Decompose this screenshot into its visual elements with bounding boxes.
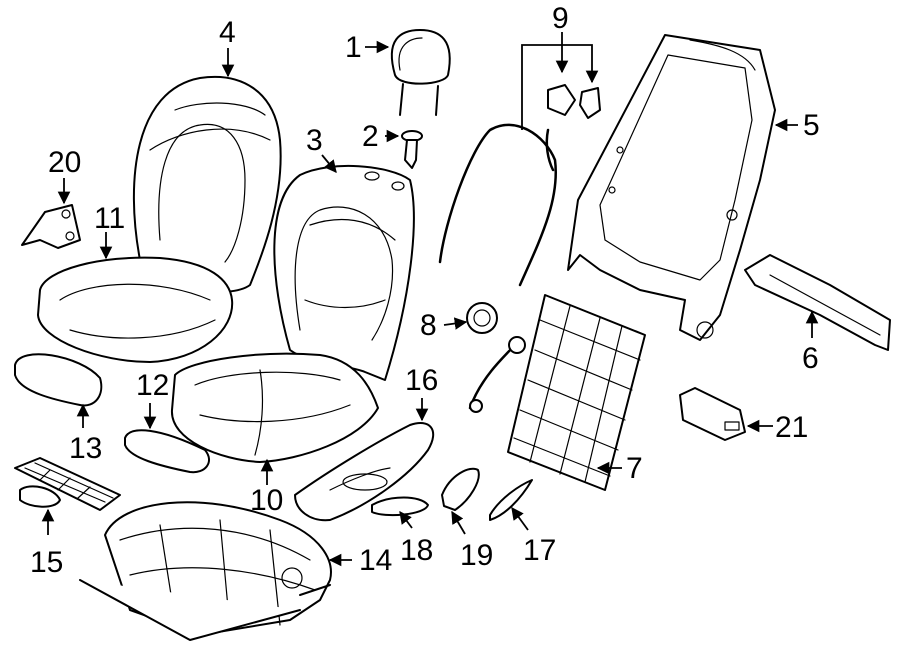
headrest — [390, 29, 451, 116]
callout-21: 21 — [775, 411, 808, 444]
callout-14: 14 — [359, 544, 392, 577]
seat-mat-grid — [14, 457, 121, 511]
side-shield-trim — [294, 422, 435, 522]
control-module — [679, 387, 746, 441]
callout-3: 3 — [306, 124, 323, 157]
recliner-knob — [466, 302, 498, 334]
lumbar-support-mat — [468, 294, 646, 491]
leader-arrows — [41, 32, 819, 567]
adjustment-lever — [441, 467, 480, 511]
seat-back-pad — [273, 165, 415, 381]
callout-7: 7 — [626, 452, 643, 485]
callout-4: 4 — [219, 16, 236, 49]
seat-rail — [744, 254, 891, 351]
callout-15: 15 — [30, 546, 63, 579]
wiring-harness — [438, 84, 601, 287]
callout-20: 20 — [48, 146, 81, 179]
trim-cover-piece — [489, 479, 533, 521]
small-bracket — [21, 204, 81, 249]
release-handle — [371, 496, 429, 517]
callout-19: 19 — [460, 539, 493, 572]
seat-cushion-pad — [170, 352, 379, 463]
callout-6: 6 — [802, 342, 819, 375]
callout-12: 12 — [136, 369, 169, 402]
seat-back-frame — [567, 34, 776, 341]
callout-1: 1 — [345, 31, 362, 64]
callout-11: 11 — [94, 202, 125, 235]
side-bolster-pad — [14, 353, 103, 407]
headrest-guide — [401, 130, 423, 169]
seat-frame-adjuster — [79, 501, 332, 641]
callout-9: 9 — [552, 2, 569, 35]
callout-17: 17 — [523, 534, 556, 567]
seat-cushion-cover — [37, 256, 234, 363]
trim-pad — [124, 429, 210, 474]
callout-16: 16 — [405, 364, 438, 397]
callout-8: 8 — [420, 309, 437, 342]
callout-2: 2 — [362, 120, 379, 153]
callout-10: 10 — [250, 484, 283, 517]
callout-5: 5 — [803, 109, 820, 142]
callout-13: 13 — [69, 432, 102, 465]
callout-18: 18 — [400, 534, 433, 567]
